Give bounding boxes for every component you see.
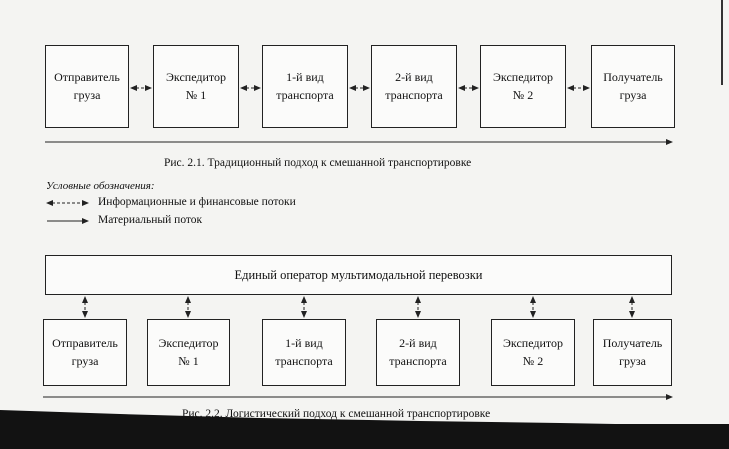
fig2-box-transport-1: 1-й вид транспорта bbox=[262, 319, 346, 386]
fig2-info-flow-arrows bbox=[82, 296, 635, 318]
fig2-box-forwarder-2: Экспедитор № 2 bbox=[491, 319, 575, 386]
fig1-box-transport-2: 2-й вид транспорта bbox=[371, 45, 457, 128]
legend-title: Условные обозначения: bbox=[46, 180, 155, 192]
fig1-box-receiver: Получатель груза bbox=[591, 45, 675, 128]
fig2-box-transport-2: 2-й вид транспорта bbox=[376, 319, 460, 386]
fig1-box-sender: Отправитель груза bbox=[45, 45, 129, 128]
fig2-operator-box: Единый оператор мультимодальной перевозк… bbox=[45, 255, 672, 295]
fig1-caption: Рис. 2.1. Традиционный подход к смешанно… bbox=[164, 157, 472, 169]
fig1-box-forwarder-2: Экспедитор № 2 bbox=[480, 45, 566, 128]
fig2-box-receiver: Получатель груза bbox=[593, 319, 672, 386]
fig2-box-sender: Отправитель груза bbox=[43, 319, 127, 386]
fig1-box-forwarder-1: Экспедитор № 1 bbox=[153, 45, 239, 128]
legend-material-flow-label: Материальный поток bbox=[98, 214, 203, 226]
fig2-box-forwarder-1: Экспедитор № 1 bbox=[147, 319, 230, 386]
fig1-box-transport-1: 1-й вид транспорта bbox=[262, 45, 348, 128]
fig2-caption: Рис. 2.2. Логистический подход к смешанн… bbox=[182, 408, 491, 420]
legend-info-flow-label: Информационные и финансовые потоки bbox=[98, 196, 296, 208]
